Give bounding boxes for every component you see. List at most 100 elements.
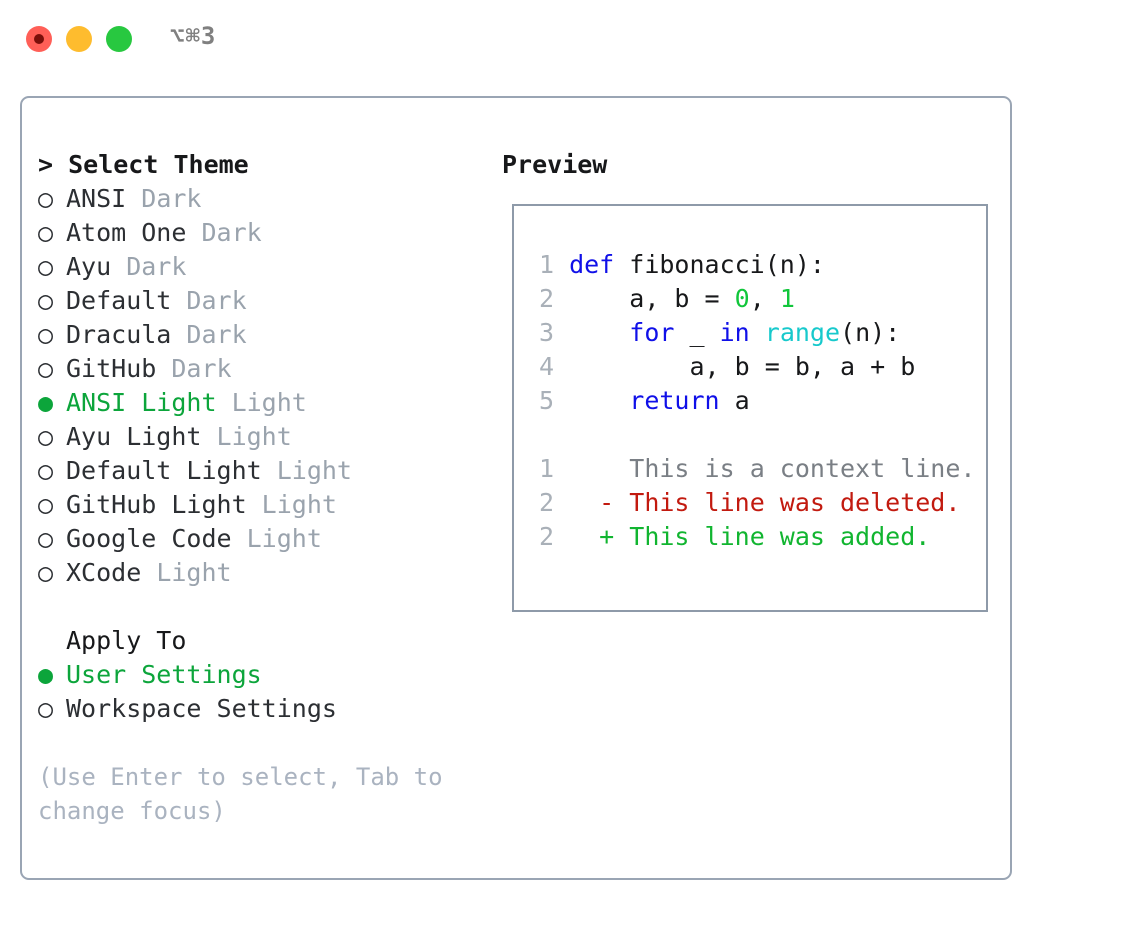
theme-option-variant: Dark (171, 320, 247, 349)
theme-option-variant: Dark (126, 184, 202, 213)
theme-picker-panel: > Select Theme ○ANSI Dark○Atom One Dark○… (20, 96, 1012, 880)
theme-option-ayu[interactable]: ○ Ayu Dark (38, 250, 498, 284)
code-token: for (629, 318, 675, 347)
theme-option-variant: Light (201, 422, 292, 451)
theme-option-variant: Light (141, 558, 232, 587)
maximize-window-button[interactable] (106, 26, 132, 52)
diff-marker (599, 454, 614, 483)
code-token: _ (674, 318, 720, 347)
apply-to-option-label: User Settings (66, 660, 262, 689)
radio-unselected-icon: ○ (38, 286, 54, 315)
theme-option-label: Default (66, 286, 172, 315)
theme-option-variant: Dark (171, 286, 247, 315)
code-line: 2 a, b = 0, 1 (528, 282, 980, 316)
theme-option-dracula[interactable]: ○ Dracula Dark (38, 318, 498, 352)
theme-option-variant: Dark (111, 252, 187, 281)
radio-unselected-icon: ○ (38, 354, 54, 383)
preview-column: Preview (502, 148, 994, 182)
keyboard-hint-text: (Use Enter to select, Tab to change focu… (38, 763, 458, 825)
code-token: (n): (840, 318, 901, 347)
radio-selected-icon: ● (38, 660, 54, 689)
theme-option-variant: Light (261, 456, 352, 485)
theme-option-label: Google Code (66, 524, 232, 553)
theme-option-github[interactable]: ○GitHub Dark (38, 352, 498, 386)
theme-option-label: GitHub Light (66, 490, 247, 519)
theme-option-github-light[interactable]: ○ GitHub Light Light (38, 488, 498, 522)
theme-option-atom-one[interactable]: ○ Atom One Dark (38, 216, 498, 250)
radio-unselected-icon: ○ (38, 456, 54, 485)
radio-unselected-icon: ○ (38, 422, 54, 451)
code-line-number: 1 (538, 250, 554, 279)
theme-option-label: Atom One (66, 218, 187, 247)
diff-line: 1 This is a context line. (528, 452, 980, 486)
code-token (750, 318, 765, 347)
radio-unselected-icon: ○ (38, 524, 54, 553)
code-token: return (629, 386, 720, 415)
radio-unselected-icon: ○ (38, 320, 54, 349)
radio-unselected-icon: ○ (38, 218, 54, 247)
theme-option-label: Default Light (66, 456, 262, 485)
apply-to-option-label: Workspace Settings (66, 694, 337, 723)
apply-to-option-user-settings[interactable]: ● User Settings (38, 658, 498, 692)
code-token (569, 318, 629, 347)
code-token (569, 386, 629, 415)
apply-to-header: Apply To (66, 626, 187, 655)
theme-option-label: ANSI Light (66, 388, 217, 417)
diff-line: 2 - This line was deleted. (528, 486, 980, 520)
select-theme-header: > Select Theme (38, 150, 249, 179)
theme-option-variant: Light (216, 388, 307, 417)
code-token: a, b = (569, 284, 735, 313)
theme-option-ansi[interactable]: ○ANSI Dark (38, 182, 498, 216)
theme-option-variant: Dark (186, 218, 262, 247)
radio-selected-icon: ● (38, 388, 54, 417)
theme-option-label: Ayu (66, 252, 112, 281)
diff-marker: - (599, 488, 615, 517)
code-line-number: 3 (538, 318, 554, 347)
code-token: a, b = b, a + b (569, 352, 916, 381)
diff-text: This is a context line. (629, 454, 976, 483)
apply-to-option-workspace-settings[interactable]: ○Workspace Settings (38, 692, 498, 726)
theme-option-xcode[interactable]: ○XCode Light (38, 556, 498, 590)
theme-option-variant: Light (246, 490, 337, 519)
theme-list[interactable]: ○ANSI Dark○Atom One Dark○Ayu Dark○Defaul… (38, 182, 498, 590)
code-line: 4 a, b = b, a + b (528, 350, 980, 384)
diff-marker: + (599, 522, 615, 551)
code-token: 0 (734, 284, 750, 313)
theme-option-ansi-light[interactable]: ● ANSI Light Light (38, 386, 498, 420)
code-token: in (719, 318, 750, 347)
code-line: 3 for _ in range(n): (528, 316, 980, 350)
radio-unselected-icon: ○ (38, 252, 54, 281)
theme-option-default[interactable]: ○ Default Dark (38, 284, 498, 318)
code-diff-spacer (528, 418, 980, 452)
diff-line-number: 2 (538, 488, 554, 517)
theme-option-label: Ayu Light (66, 422, 202, 451)
theme-option-label: Dracula (66, 320, 172, 349)
diff-line: 2 + This line was added. (528, 520, 980, 554)
apply-to-list[interactable]: ● User Settings ○Workspace Settings (38, 658, 498, 726)
diff-sample-lines: 1 This is a context line.2 - This line w… (528, 452, 980, 554)
close-window-button[interactable] (26, 26, 52, 52)
minimize-window-button[interactable] (66, 26, 92, 52)
code-line: 1 def fibonacci(n): (528, 248, 980, 282)
theme-list-column: > Select Theme ○ANSI Dark○Atom One Dark○… (38, 148, 498, 828)
window-titlebar: ⌥⌘3 (0, 0, 1140, 78)
theme-option-default-light[interactable]: ○ Default Light Light (38, 454, 498, 488)
radio-unselected-icon: ○ (38, 490, 54, 519)
theme-option-variant: Dark (156, 354, 232, 383)
diff-line-number: 1 (538, 454, 554, 483)
theme-option-label: ANSI (66, 184, 127, 213)
radio-unselected-icon: ○ (38, 558, 54, 587)
preview-header: Preview (502, 150, 608, 179)
theme-option-ayu-light[interactable]: ○ Ayu Light Light (38, 420, 498, 454)
code-line-number: 4 (538, 352, 554, 381)
theme-option-google-code[interactable]: ○ Google Code Light (38, 522, 498, 556)
code-token: range (764, 318, 841, 347)
code-token: , (749, 284, 780, 313)
code-token: fibonacci(n): (614, 250, 825, 279)
diff-text: This line was deleted. (629, 488, 961, 517)
diff-line-number: 2 (538, 522, 554, 551)
theme-option-variant: Light (231, 524, 322, 553)
